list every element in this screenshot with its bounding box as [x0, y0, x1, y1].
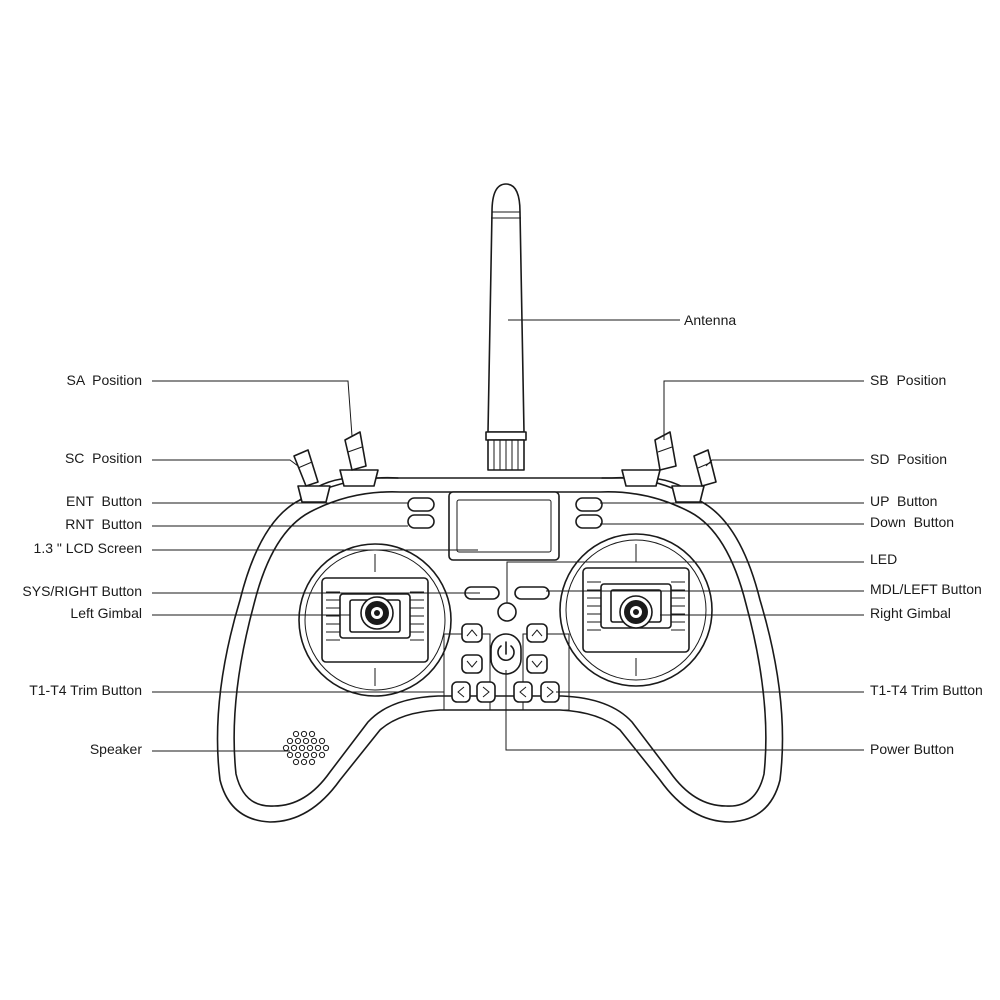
left-gimbal[interactable] [298, 543, 452, 697]
label-speaker: Speaker [89, 741, 142, 757]
right-gimbal-ticks [587, 581, 685, 631]
label-trim-right: T1-T4 Trim Button [870, 682, 983, 698]
sd-switch[interactable] [671, 449, 717, 503]
lcd-screen [448, 491, 560, 561]
label-down-button: Down Button [870, 514, 955, 530]
label-right-gimbal: Right Gimbal [870, 605, 951, 621]
antenna [485, 183, 527, 471]
ent-button[interactable] [407, 497, 435, 512]
trim-buttons-right[interactable] [513, 623, 570, 711]
left-gimbal-ticks [326, 591, 424, 641]
label-sd-position: SD Position [870, 451, 948, 467]
label-rnt-button: RNT Button [65, 516, 142, 532]
up-button[interactable] [575, 497, 603, 512]
label-sb-position: SB Position [870, 372, 947, 388]
down-button[interactable] [575, 514, 603, 529]
trim-buttons-left[interactable] [443, 623, 496, 711]
label-led: LED [870, 551, 898, 567]
power-button[interactable] [490, 633, 522, 675]
label-sa-position: SA Position [66, 372, 143, 388]
label-sc-position: SC Position [64, 450, 142, 466]
label-sys-right-button: SYS/RIGHT Button [22, 583, 142, 599]
sa-switch[interactable] [339, 431, 379, 487]
speaker-grille [282, 730, 330, 766]
label-mdl-left-button: MDL/LEFT Button [870, 581, 982, 597]
led [497, 602, 517, 622]
rnt-button[interactable] [407, 514, 435, 529]
right-gimbal[interactable] [559, 533, 713, 687]
label-lcd-screen: 1.3 " LCD Screen [33, 540, 142, 556]
label-up-button: UP Button [870, 493, 938, 509]
label-ent-button: ENT Button [65, 493, 142, 509]
label-power-button: Power Button [870, 741, 955, 757]
sb-switch[interactable] [621, 431, 677, 487]
label-left-gimbal: Left Gimbal [70, 605, 142, 621]
sc-switch[interactable] [293, 449, 331, 503]
label-trim-left: T1-T4 Trim Button [29, 682, 142, 698]
label-antenna: Antenna [684, 312, 737, 328]
mdl-left-button[interactable] [514, 586, 550, 600]
controller-body-inner [233, 491, 767, 807]
leader-lines [152, 319, 864, 752]
